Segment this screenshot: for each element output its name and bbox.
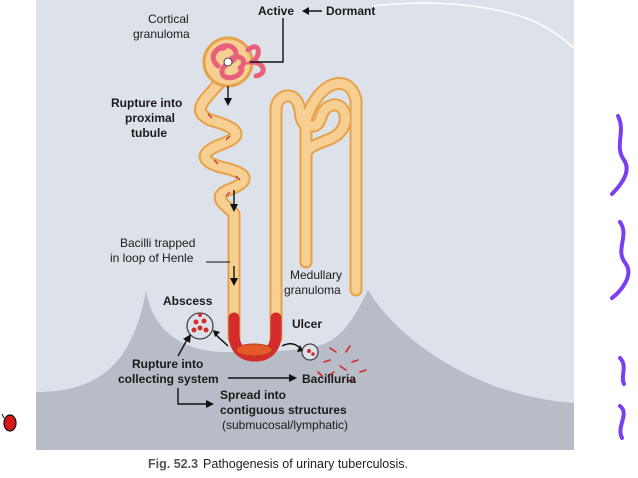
medullary-label-1: Medullary (290, 268, 342, 282)
bacilluria-marks (317, 345, 367, 383)
renal-medulla (36, 290, 574, 450)
active-label: Active (258, 4, 294, 18)
bacilli-flow-arrow-head-2 (230, 278, 238, 286)
rupture-coll-arrow-head (183, 334, 191, 343)
active-pointer (250, 18, 284, 63)
medullary-label-2: granuloma (284, 283, 341, 297)
nephron-tubule (194, 73, 363, 362)
abscess-label: Abscess (163, 294, 213, 308)
to-abscess-arrow-head (213, 330, 220, 337)
ulcer (301, 343, 319, 361)
spread-label-2: contiguous structures (220, 403, 347, 417)
bacilli-flow-arrow-head-1 (230, 204, 238, 212)
ulcer-label: Ulcer (292, 317, 322, 331)
to-ulcer-arrow-head (297, 345, 303, 352)
bacilli-in-tubule (207, 113, 241, 197)
side-decorations (610, 114, 631, 440)
figure-caption: Fig. 52.3 Pathogenesis of urinary tubercu… (148, 457, 408, 471)
rupture-coll-label-1: Rupture into (132, 357, 203, 371)
spread-label-3: (submucosal/lymphatic) (222, 418, 348, 432)
to-ulcer-arrow (281, 343, 301, 349)
cortical-label-2: granuloma (133, 27, 190, 41)
bacilluria-label: Bacilluria (302, 372, 356, 386)
red-bug-icon (1, 413, 17, 432)
rupture-coll-label-2: collecting system (118, 372, 219, 386)
cortex-curve (371, 2, 575, 49)
rupture-coll-arrow (177, 337, 189, 357)
abscess (186, 312, 214, 340)
rupture-prox-label-3: tubule (131, 126, 167, 140)
rupture-prox-label-2: proximal (125, 111, 175, 125)
spread-arrow-head (206, 400, 214, 408)
medullary-granuloma (235, 343, 273, 357)
spread-arrow (177, 388, 208, 405)
bacilli-label-2: in loop of Henle (110, 251, 194, 265)
dormant-arrow-head (302, 7, 309, 15)
bacilli-label-1: Bacilli trapped (120, 236, 195, 250)
dormant-label: Dormant (326, 4, 375, 18)
bacilluria-arrow-head (289, 374, 297, 382)
cortical-label-1: Cortical (148, 12, 189, 26)
rupture-prox-arrow-head (224, 98, 232, 106)
rupture-prox-label-1: Rupture into (111, 96, 182, 110)
cortical-granuloma (202, 36, 254, 88)
caption-text: Pathogenesis of urinary tuberculosis. (203, 457, 408, 471)
spread-label-1: Spread into (220, 388, 286, 402)
figure-number: Fig. 52.3 (148, 457, 198, 471)
